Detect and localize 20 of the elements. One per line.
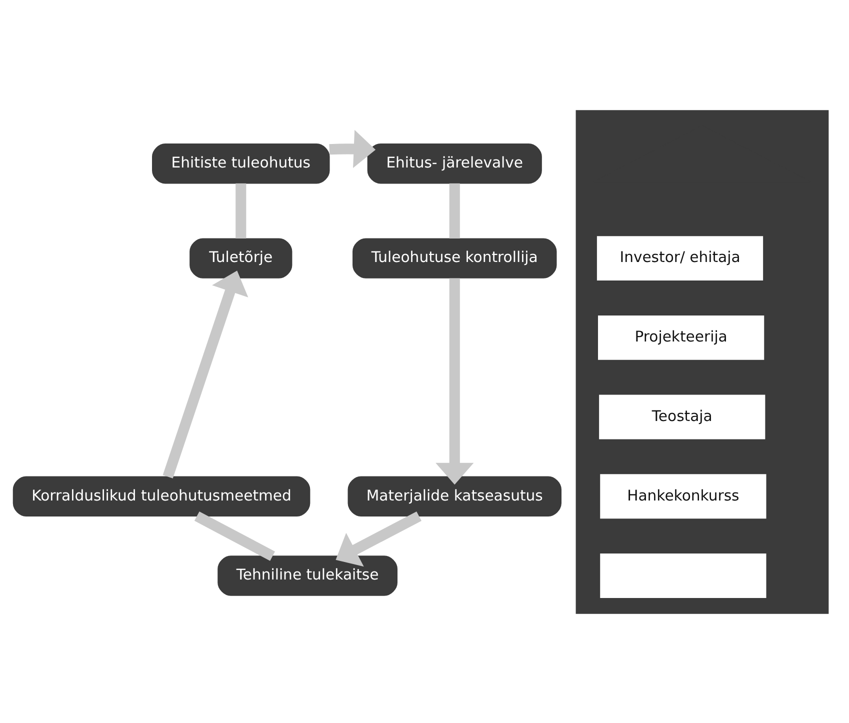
node-box: Projekteerija <box>596 314 765 360</box>
arrow <box>328 129 376 168</box>
node-box: Hankekonkurss <box>598 472 767 520</box>
node-box: Tuletõrje <box>189 238 292 278</box>
node-box: Investor/ ehitaja <box>595 234 764 282</box>
node-box: Tehniline tulekaitse <box>217 555 397 596</box>
node-box: Materjalide katseasutus <box>347 476 561 516</box>
connector <box>235 182 246 238</box>
arrow <box>335 510 421 566</box>
connector <box>448 182 460 238</box>
node-box: Ehitiste tuleohutus <box>152 143 330 184</box>
arrow <box>435 278 474 484</box>
node-box: Ehitus- järelevalve <box>366 143 542 184</box>
node-box <box>598 552 767 599</box>
node-box: Teostaja <box>598 393 766 440</box>
arrow <box>162 270 248 478</box>
cluster <box>575 110 828 614</box>
node-box: Tuleohutuse kontrollija <box>352 238 556 278</box>
node-box: Korralduslikud tuleohutusmeetmed <box>12 476 310 516</box>
connector <box>194 510 274 560</box>
